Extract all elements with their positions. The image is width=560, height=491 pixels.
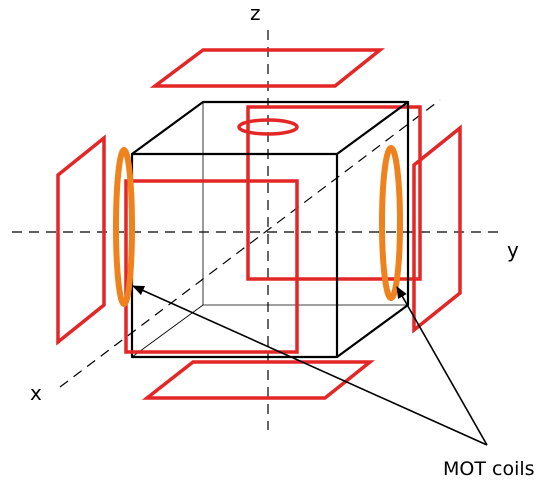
right-beam-frame xyxy=(412,124,462,334)
left-beam-frame xyxy=(56,134,106,346)
x-axis-label: x xyxy=(30,381,42,405)
cube-hidden-edges xyxy=(131,102,408,358)
arrow-to-right-coil xyxy=(396,286,488,446)
right-mot-coil xyxy=(379,145,403,301)
top-small-ring xyxy=(237,118,299,136)
vacuum-cube xyxy=(130,100,410,359)
y-axis-label: y xyxy=(507,238,519,262)
top-beam-frame xyxy=(149,48,385,88)
front-beam-frame xyxy=(124,179,299,354)
bottom-beam-frame xyxy=(141,360,375,400)
cube-top-face xyxy=(131,100,410,155)
mot-coils-label: MOT coils xyxy=(443,458,535,480)
x-axis xyxy=(59,99,441,388)
arrow-to-left-coil xyxy=(132,285,488,446)
coordinate-axes xyxy=(12,30,498,430)
left-mot-coil xyxy=(113,147,135,307)
cube-front-face xyxy=(130,152,339,359)
z-axis-label: z xyxy=(250,1,261,25)
back-beam-frame xyxy=(246,105,422,281)
